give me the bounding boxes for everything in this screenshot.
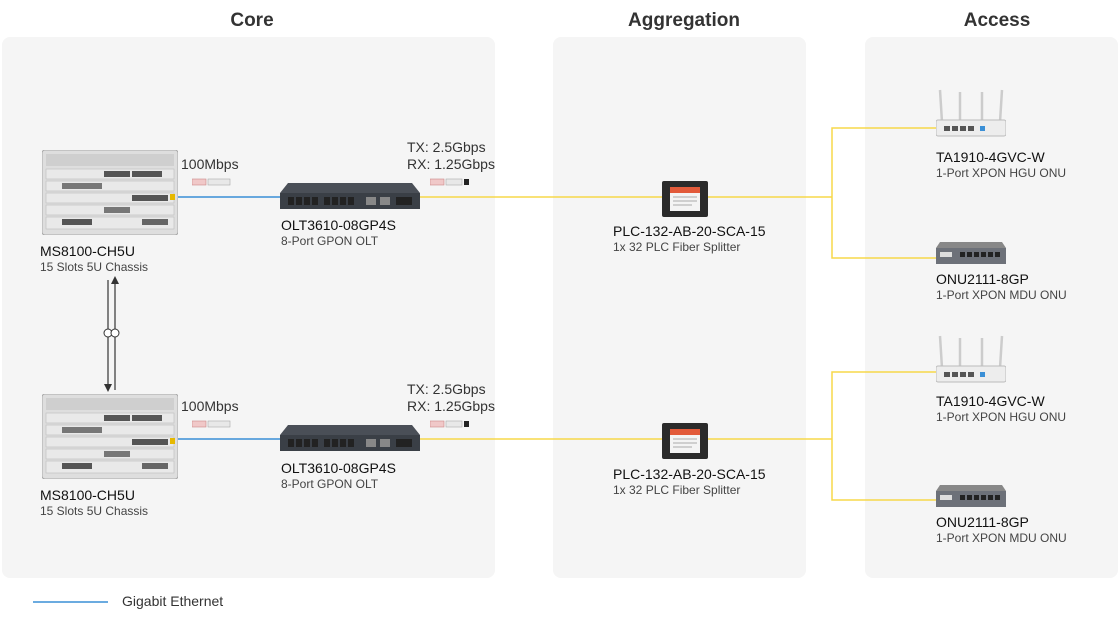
rx-rate-top: RX: 1.25Gbps <box>407 156 495 172</box>
chassis-top-desc: 15 Slots 5U Chassis <box>40 260 149 274</box>
fiber-branch-mdu-top <box>831 197 936 259</box>
core-zone <box>2 37 495 578</box>
splitter-bottom-desc: 1x 32 PLC Fiber Splitter <box>613 483 741 497</box>
transceiver-top-icon <box>192 178 231 186</box>
redundancy-loop-icon <box>103 328 120 338</box>
mdu-top-name: ONU2111-8GP <box>936 271 1029 287</box>
splitter-top-name: PLC-132-AB-20-SCA-15 <box>613 223 766 239</box>
hgu-router-bottom-icon <box>936 335 1006 383</box>
core-title: Core <box>230 10 274 31</box>
transceiver-bottom-icon <box>192 420 231 428</box>
access-title: Access <box>963 10 1031 31</box>
tx-rate-top: TX: 2.5Gbps <box>407 139 486 155</box>
mdu-bottom-desc: 1-Port XPON MDU ONU <box>936 531 1067 545</box>
splitter-bottom-icon <box>662 423 708 459</box>
fiber-branch-mdu-bottom <box>831 439 936 501</box>
splitter-bottom-name: PLC-132-AB-20-SCA-15 <box>613 466 766 482</box>
sfp-bottom-icon <box>430 420 469 428</box>
arrow-up-head <box>111 276 119 284</box>
chassis-bottom-desc: 15 Slots 5U Chassis <box>40 504 149 518</box>
chassis-top-name: MS8100-CH5U <box>40 243 135 259</box>
mdu-switch-bottom-icon <box>936 485 1006 507</box>
chassis-bottom-name: MS8100-CH5U <box>40 487 135 503</box>
chassis-bottom-icon <box>42 394 178 479</box>
olt-bottom-desc: 8-Port GPON OLT <box>281 477 379 491</box>
legend-gigabit-label: Gigabit Ethernet <box>122 593 224 609</box>
olt-bottom-icon <box>280 425 420 451</box>
mdu-switch-top-icon <box>936 242 1006 264</box>
mdu-top-desc: 1-Port XPON MDU ONU <box>936 288 1067 302</box>
hgu-bottom-desc: 1-Port XPON HGU ONU <box>936 410 1067 424</box>
olt-top-name: OLT3610-08GP4S <box>281 217 396 233</box>
fiber-branch-hgu-bottom <box>831 371 936 439</box>
rx-rate-bottom: RX: 1.25Gbps <box>407 398 495 414</box>
uplink-speed-bottom: 100Mbps <box>181 398 239 414</box>
splitter-top-desc: 1x 32 PLC Fiber Splitter <box>613 240 741 254</box>
mdu-bottom-name: ONU2111-8GP <box>936 514 1029 530</box>
sfp-top-icon <box>430 178 469 186</box>
uplink-speed-top: 100Mbps <box>181 156 239 172</box>
tx-rate-bottom: TX: 2.5Gbps <box>407 381 486 397</box>
chassis-top-icon <box>42 150 178 235</box>
olt-bottom-name: OLT3610-08GP4S <box>281 460 396 476</box>
aggregation-zone <box>553 37 806 578</box>
hgu-router-top-icon <box>936 89 1006 137</box>
splitter-top-icon <box>662 181 708 217</box>
hgu-bottom-name: TA1910-4GVC-W <box>936 393 1045 409</box>
hgu-top-name: TA1910-4GVC-W <box>936 149 1045 165</box>
hgu-top-desc: 1-Port XPON HGU ONU <box>936 166 1067 180</box>
arrow-down-head <box>104 384 112 392</box>
olt-top-icon <box>280 183 420 209</box>
olt-top-desc: 8-Port GPON OLT <box>281 234 379 248</box>
fiber-branch-hgu-top <box>831 127 936 197</box>
aggregation-title: Aggregation <box>628 10 740 31</box>
